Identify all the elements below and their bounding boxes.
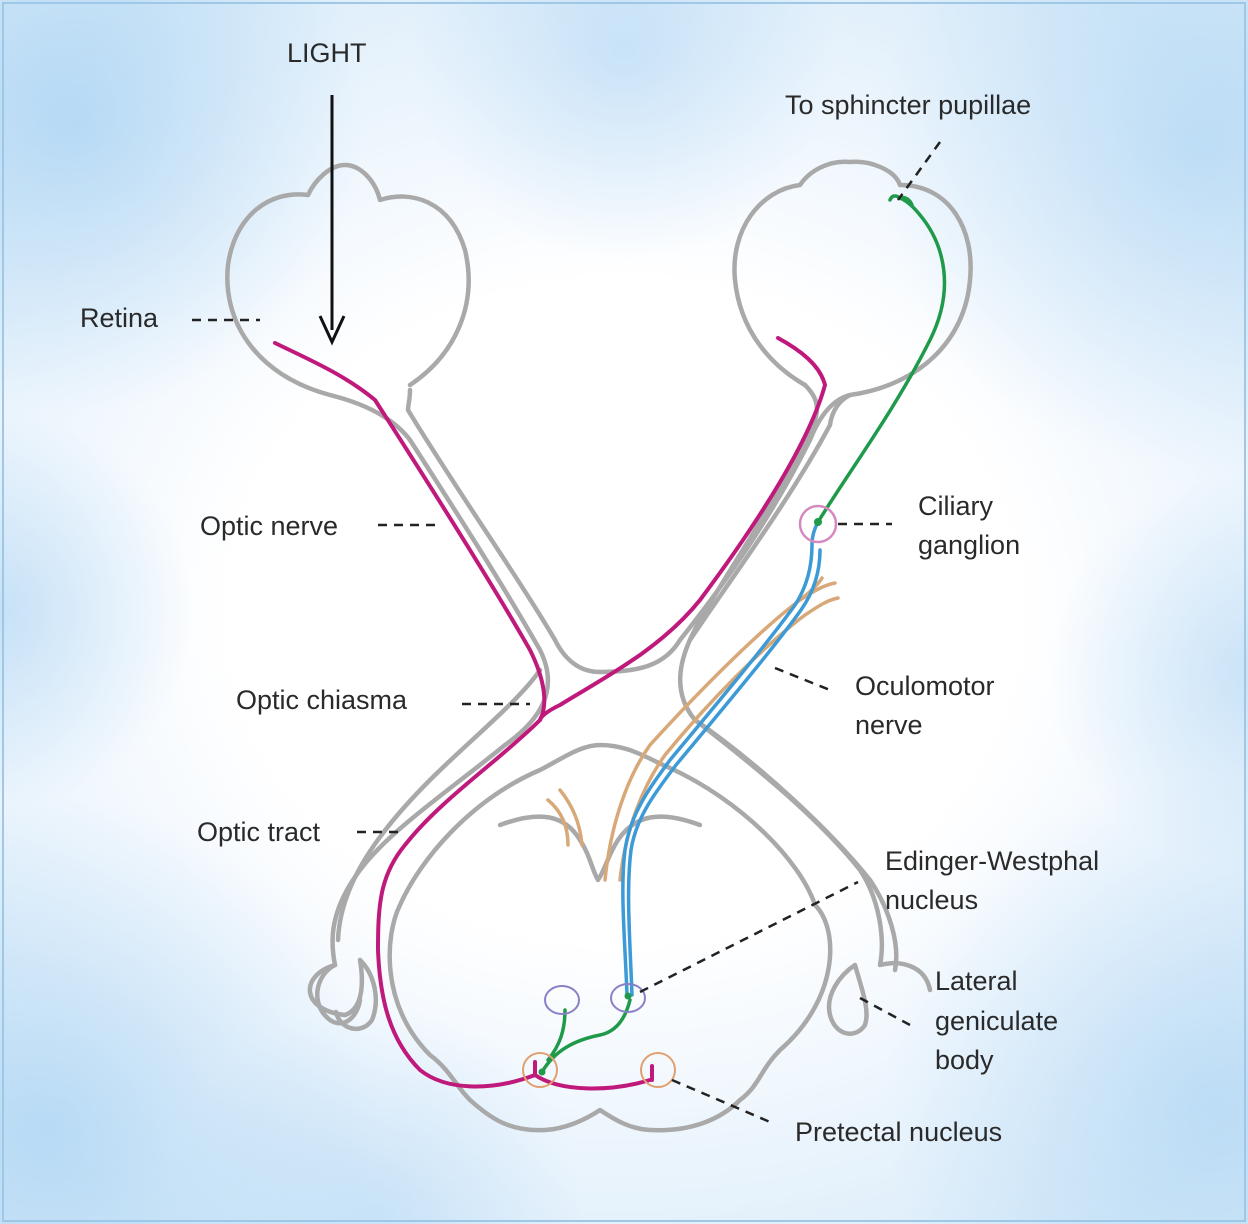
postganglionic-to-sphincter: [816, 196, 947, 524]
label-oculomotor-line2: nerve: [855, 710, 923, 740]
right-eye-inner-contour: [687, 392, 853, 643]
left-oculomotor-arc-2: [558, 788, 584, 847]
pretectal-to-ew: [540, 998, 632, 1074]
label-oculomotor-line1: Oculomotor: [855, 671, 995, 701]
midbrain-inner-notch: [497, 814, 703, 883]
left-outer-curl: [315, 962, 363, 1026]
ciliary-ganglion-ring: [798, 504, 838, 544]
preganglionic-strand-2: [626, 548, 822, 997]
right-eyeball-outline: [597, 159, 973, 675]
preganglionic-fiber: [621, 520, 822, 997]
right-ew-nucleus: [610, 983, 646, 1013]
left-eyeball-outline: [225, 162, 551, 1018]
oculomotor-strand-1: [603, 581, 837, 882]
right-optic-tract-outer: [692, 717, 899, 973]
label-lgb-line1: Lateral: [935, 966, 1018, 996]
light-arrow: [318, 95, 346, 346]
pretectal-leader: [671, 1078, 771, 1124]
label-pretectal-nucleus: Pretectal nucleus: [795, 1117, 1002, 1147]
oculomotor-strand-2: [618, 596, 840, 882]
left-optic-tract-outer: [335, 667, 543, 943]
leader-lines: [192, 141, 942, 1124]
oculomotor-leader: [774, 666, 831, 692]
label-sphincter-pupillae: To sphincter pupillae: [785, 90, 1031, 120]
left-pretectal-dot: [538, 1068, 546, 1076]
label-ew-line2: nucleus: [885, 885, 978, 915]
right-lgb-loop: [826, 962, 869, 1036]
anatomy-outlines: [225, 159, 973, 1133]
labels: LIGHT To sphincter pupillae Retina Optic…: [80, 38, 1099, 1147]
label-ciliary-line2: ganglion: [918, 530, 1020, 560]
ciliary-ganglion-dot: [814, 518, 822, 526]
right-pretectal-nucleus: [640, 1052, 676, 1088]
label-optic-tract: Optic tract: [197, 817, 321, 847]
right-ew-dot: [624, 992, 632, 1000]
label-optic-nerve: Optic nerve: [200, 511, 338, 541]
label-lgb-line3: body: [935, 1045, 994, 1075]
label-ciliary-line1: Ciliary: [918, 491, 994, 521]
ew-leader: [639, 880, 859, 994]
crossing-to-right-pretectal: [533, 1073, 652, 1091]
preganglionic-strand-1: [621, 520, 820, 997]
nuclei: [522, 504, 838, 1088]
left-retina-fiber: [273, 341, 547, 1089]
left-pretectal-nucleus: [522, 1052, 558, 1088]
label-optic-chiasma: Optic chiasma: [236, 685, 408, 715]
midbrain-outline: [387, 742, 833, 1133]
optic-pathway-fibers: [273, 336, 828, 1091]
light-arrow-head: [318, 315, 346, 346]
label-retina: Retina: [80, 303, 159, 333]
left-lgb-loop: [333, 957, 379, 1032]
right-retina-fiber: [538, 336, 828, 722]
left-oculomotor-arc-1: [546, 798, 570, 847]
label-light: LIGHT: [287, 38, 367, 68]
label-ew-line1: Edinger-Westphal: [885, 846, 1099, 876]
left-ew-nucleus: [544, 985, 580, 1015]
sphincter-leader: [896, 141, 942, 201]
label-lgb-line2: geniculate: [935, 1006, 1058, 1036]
left-optic-nerve-inner: [405, 387, 603, 675]
sphincter-fork-2: [898, 195, 914, 207]
